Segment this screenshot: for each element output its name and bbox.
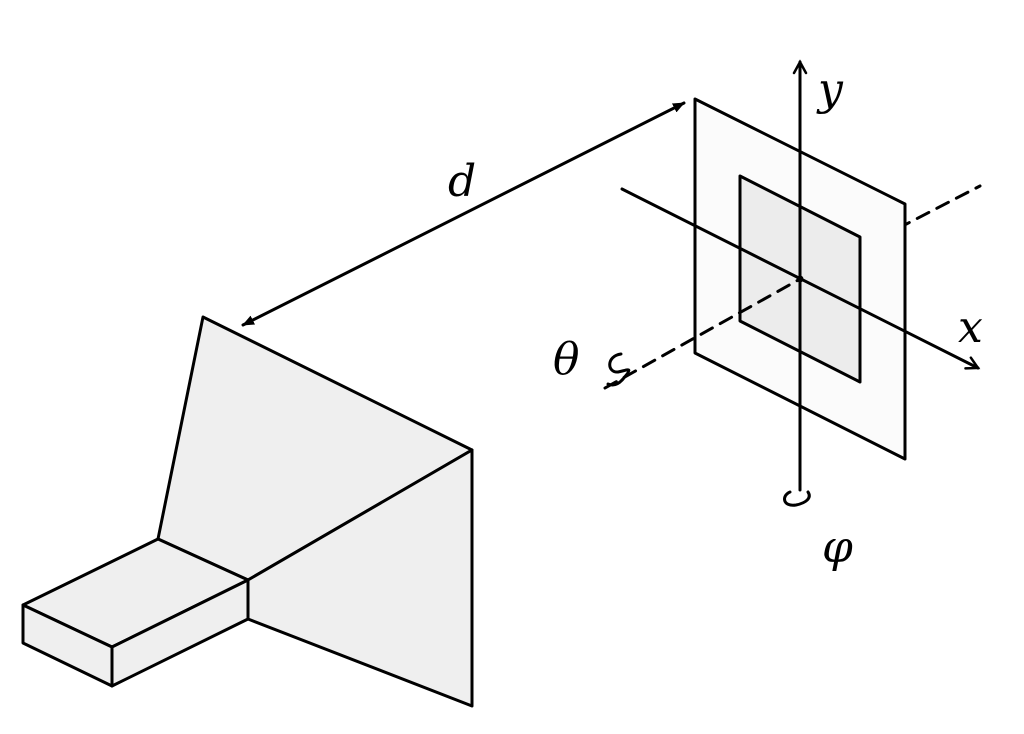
- y-axis-label: y: [816, 64, 844, 115]
- theta-axis-front: [603, 277, 802, 390]
- axes-origin: [796, 275, 804, 283]
- x-axis-label: x: [958, 302, 983, 353]
- theta-label: θ: [553, 334, 580, 385]
- horn-antenna: [21, 315, 474, 708]
- phi-label: φ: [822, 522, 853, 573]
- theta-rotation-icon: [606, 352, 631, 387]
- phi-rotation-icon: [783, 490, 811, 507]
- waveguide-side-face: [110, 578, 250, 688]
- distance-label: d: [448, 156, 476, 207]
- distance-arrow: [241, 101, 686, 327]
